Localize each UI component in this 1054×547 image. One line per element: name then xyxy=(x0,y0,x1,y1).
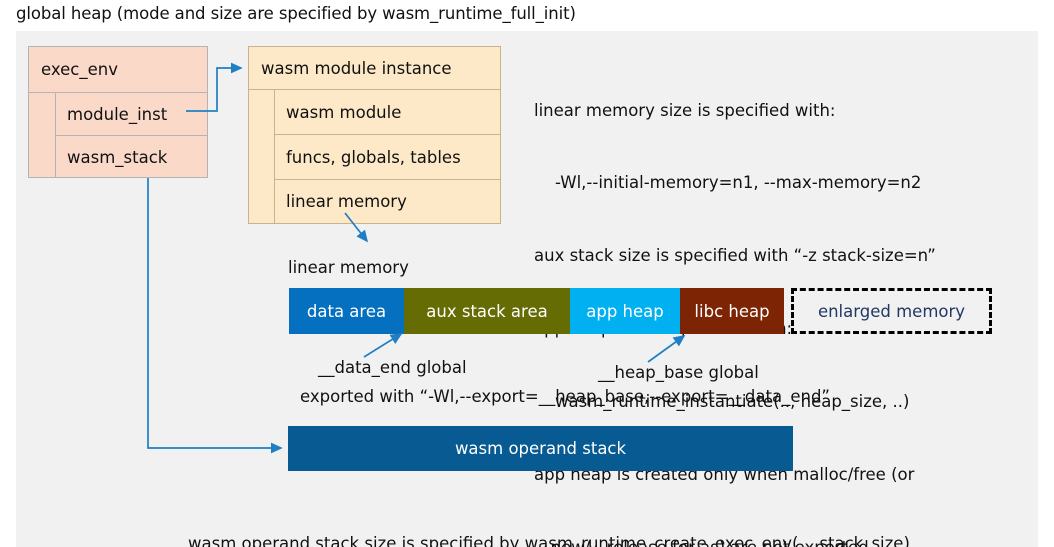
annotation-heap-base-global: __heap_base global xyxy=(598,363,759,382)
module-instance-indent-column xyxy=(249,90,275,223)
note-line-1: -Wl,--initial-memory=n1, --max-memory=n2 xyxy=(534,173,922,193)
memory-segment-app-heap: app heap xyxy=(570,288,680,334)
module-instance-row-linear-memory: linear memory xyxy=(286,192,407,211)
wasm-operand-stack-bar: wasm operand stack xyxy=(288,426,793,471)
note-line-4: wasm_runtime_instantiate(.., heap_size, … xyxy=(534,392,910,412)
operand-stack-note: wasm operand stack size is specified by … xyxy=(188,481,910,547)
exec-env-box: exec_env module_inst wasm_stack xyxy=(28,46,208,178)
memory-segment-data-area: data area xyxy=(289,288,404,334)
exec-env-indent-column xyxy=(29,93,56,178)
exec-env-title: exec_env xyxy=(29,47,207,93)
exec-env-row-module-inst: module_inst xyxy=(56,93,208,136)
annotation-exported-with: exported with “-Wl,--export=__heap_base,… xyxy=(300,387,830,406)
linear-memory-caption: linear memory xyxy=(288,258,409,277)
memory-segment-enlarged-memory: enlarged memory xyxy=(791,288,992,334)
module-instance-row-funcs-globals-tables: funcs, globals, tables xyxy=(275,135,500,180)
memory-segment-aux-stack-area: aux stack area xyxy=(404,288,570,334)
wasm-module-instance-box: wasm module instance wasm module funcs, … xyxy=(248,46,501,224)
exec-env-row-wasm-stack: wasm_stack xyxy=(67,147,168,167)
annotation-data-end-global: __data_end global xyxy=(318,358,467,377)
page-title: global heap (mode and size are specified… xyxy=(16,4,576,23)
note-line-6: __new/__release for as) are not exported xyxy=(534,536,936,547)
note-line-0: linear memory size is specified with: xyxy=(534,100,836,120)
memory-segment-libc-heap: libc heap xyxy=(680,288,784,334)
bottom-note-line-0: wasm operand stack size is specified by … xyxy=(188,534,910,547)
note-line-2: aux stack size is specified with “-z sta… xyxy=(534,246,936,266)
module-instance-row-wasm-module: wasm module xyxy=(275,90,500,135)
module-instance-title: wasm module instance xyxy=(249,47,500,90)
